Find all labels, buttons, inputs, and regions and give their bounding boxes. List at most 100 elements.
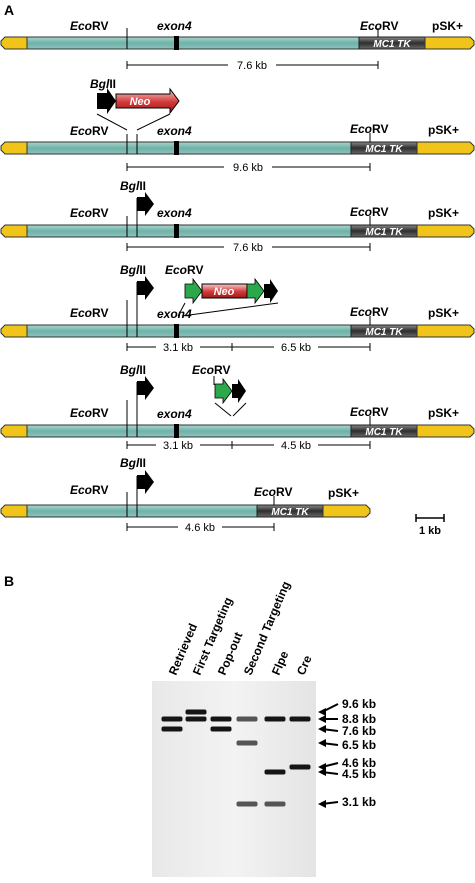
mc1tk-label: MC1 TK [271, 507, 309, 518]
size-label: 6.5 kb [342, 738, 376, 752]
construct-2: BglII Neo MC1 TK EcoRV exon4 EcoRV pSK+ … [0, 77, 475, 174]
bglii-label: BglII [120, 363, 146, 377]
construct-1: MC1 TK EcoRV exon4 EcoRV pSK+ 7.6 kb [0, 19, 475, 72]
ecorv-label: EcoRV [165, 263, 203, 277]
gel-band [210, 726, 232, 732]
chromosome-bar [26, 324, 352, 338]
ecorv-label: EcoRV [70, 306, 108, 320]
mc1tk-label: MC1 TK [365, 427, 403, 438]
fragment-size-label: 7.6 kb [233, 242, 263, 254]
size-arrow [318, 703, 339, 716]
panel-b-label: B [4, 573, 14, 589]
mc1tk-label: MC1 TK [373, 39, 411, 50]
gel-lane-label: Flpe [269, 649, 292, 677]
exon4-label: exon4 [157, 407, 192, 421]
neo-label: Neo [214, 286, 235, 298]
loxp-arrow [137, 276, 154, 300]
chromosome-bar [26, 36, 360, 50]
ecorv-label: EcoRV [70, 483, 108, 497]
bglii-label: BglII [120, 179, 146, 193]
ecorv-label: EcoRV [70, 124, 108, 138]
chromosome-bar [26, 424, 352, 438]
loxp-arrow [232, 379, 246, 403]
psk-label: pSK+ [428, 123, 459, 137]
gel-band [236, 740, 258, 746]
ecorv-label: EcoRV [350, 405, 388, 419]
fragment-size-label: 4.6 kb [185, 522, 215, 534]
fragment-size-label: 3.1 kb [163, 440, 193, 452]
ecorv-label: EcoRV [350, 205, 388, 219]
bglii-label: BglII [120, 263, 146, 277]
size-label: 9.6 kb [342, 697, 376, 711]
gel-band [264, 716, 286, 722]
mc1tk-label: MC1 TK [365, 144, 403, 155]
exon4-label: exon4 [157, 206, 192, 220]
gel-band [264, 801, 286, 807]
mc1tk-label: MC1 TK [365, 227, 403, 238]
gel-lane-label: Cre [294, 653, 315, 677]
fragment-size-label: 6.5 kb [281, 342, 311, 354]
ecorv-label: EcoRV [350, 122, 388, 136]
psk-label: pSK+ [432, 19, 463, 33]
psk-label: pSK+ [428, 306, 459, 320]
ecorv-label: EcoRV [192, 363, 230, 377]
frt-arrow [184, 277, 203, 305]
gel-band [185, 716, 207, 722]
gel-band [161, 726, 183, 732]
fragment-size-label: 3.1 kb [163, 342, 193, 354]
ecorv-label: EcoRV [70, 406, 108, 420]
exon4-label: exon4 [157, 307, 192, 321]
ecorv-label: EcoRV [254, 485, 292, 499]
frt-arrow [214, 377, 233, 405]
gel-band [236, 716, 258, 722]
size-label: 7.6 kb [342, 724, 376, 738]
gel-band [236, 801, 258, 807]
construct-5: BglII EcoRV MC1 TK exon4 EcoRV pSK+ EcoR… [0, 363, 475, 452]
loxp-arrow [137, 470, 154, 494]
fragment-size-label: 4.5 kb [281, 440, 311, 452]
gel-band [289, 764, 311, 770]
exon4-label: exon4 [157, 124, 192, 138]
loxp-arrow [264, 279, 278, 303]
size-label: 4.5 kb [342, 767, 376, 781]
ecorv-label: EcoRV [360, 19, 398, 33]
exon4-label: exon4 [157, 19, 192, 33]
bglii-label: BglII [90, 77, 116, 91]
construct-6: BglII MC1 TK EcoRV EcoRV pSK+ 4.6 kb [0, 456, 371, 534]
construct-4: BglII EcoRV Neo MC1 TK exon4 EcoRV pSK+ … [0, 263, 475, 354]
bglii-label: BglII [120, 456, 146, 470]
chromosome-bar [26, 141, 352, 155]
ecorv-label: EcoRV [350, 305, 388, 319]
vector-left-end [0, 36, 28, 50]
ecorv-label: EcoRV [70, 19, 108, 33]
panel-a-label: A [4, 2, 14, 18]
size-label: 3.1 kb [342, 795, 376, 809]
ecorv-label: EcoRV [70, 206, 108, 220]
psk-label: pSK+ [428, 206, 459, 220]
scale-bar-label: 1 kb [419, 525, 441, 537]
mc1tk-label: MC1 TK [365, 327, 403, 338]
vector-right-end [424, 36, 475, 50]
loxp-arrow [137, 376, 154, 400]
exon4-mark [174, 36, 179, 50]
size-arrow [318, 762, 339, 771]
chromosome-bar [26, 224, 352, 238]
size-arrow [318, 800, 339, 808]
size-arrow [318, 739, 339, 747]
psk-label: pSK+ [428, 406, 459, 420]
loxp-arrow [137, 192, 154, 216]
gel-band [210, 716, 232, 722]
gel-background [152, 681, 316, 877]
fragment-line [126, 59, 379, 71]
loxp-arrow [97, 88, 116, 114]
frt-arrow [246, 277, 265, 305]
gel-band [289, 716, 311, 722]
scale-bar: 1 kb [415, 514, 445, 537]
construct-3: BglII MC1 TK EcoRV exon4 EcoRV pSK+ 7.6 … [0, 179, 475, 254]
chromosome-bar [26, 504, 258, 518]
size-label: 8.8 kb [342, 712, 376, 726]
gel-band [264, 769, 286, 775]
size-arrow [318, 715, 338, 723]
